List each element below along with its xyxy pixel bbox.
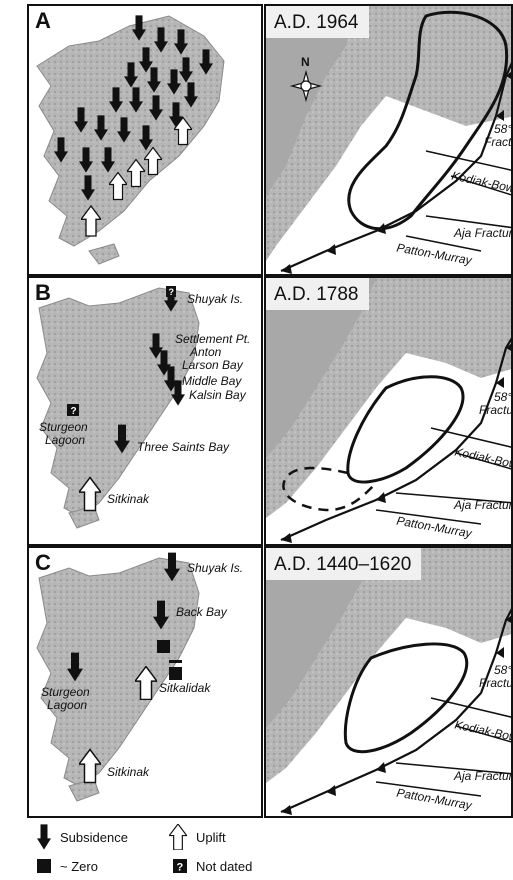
kodiak-island-map-a [36, 15, 225, 265]
legend: Subsidence Uplift ~ Zero ? Not dated [28, 820, 328, 878]
q-mark-b2: ? [71, 406, 77, 417]
place-shuyak-c: Shuyak Is. [187, 561, 244, 575]
panel-letter-a: A [35, 8, 51, 33]
fracture-label-1440: 58° [494, 663, 513, 677]
legend-uplift: Uplift [168, 824, 226, 850]
map-1788: A.D. 1788 58° Fractu Kodiak-Bow Aja Frac… [264, 276, 513, 546]
place-anton-b: Anton [190, 345, 222, 359]
up-arrow-icon [169, 824, 187, 850]
panel-c: C Shuyak Is. Back Bay Sturgeon Lagoon Si… [27, 546, 263, 818]
place-lagoon-b: Lagoon [45, 433, 86, 447]
legend-subsidence-label: Subsidence [60, 829, 128, 845]
place-sitkalidak-c: Sitkalidak [159, 681, 211, 695]
place-three-saints-b: Three Saints Bay [137, 440, 230, 454]
compass-icon [289, 69, 323, 103]
legend-uplift-label: Uplift [196, 829, 226, 845]
kodiak-island-map-c [36, 552, 200, 802]
place-larson-b: Larson Bay [182, 358, 243, 372]
map-1440-1620: A.D. 1440–1620 58° Fractu Kodiak-Bow Aja… [264, 546, 513, 818]
place-middle-b: Middle Bay [182, 374, 242, 388]
q-mark-b1: ? [169, 287, 175, 297]
place-back-bay-c: Back Bay [176, 605, 227, 619]
fracture-label-1964: 58° [494, 122, 513, 136]
map-date-1964: A.D. 1964 [266, 6, 369, 38]
legend-subsidence: Subsidence [36, 824, 128, 850]
subduction-map-1788 [266, 278, 511, 544]
place-kalsin-b: Kalsin Bay [189, 388, 246, 402]
aja-fracture-label-1440: Aja Fractur [454, 769, 513, 783]
subduction-map-1440-1620 [266, 548, 511, 816]
legend-not-dated: ? Not dated [172, 858, 252, 874]
fracture-label2-1964: Fractu [484, 135, 512, 149]
north-label: N [301, 55, 310, 69]
place-shuyak-b: Shuyak Is. [187, 292, 244, 306]
zero-square-icon [37, 859, 51, 873]
map-date-1788: A.D. 1788 [266, 278, 369, 310]
place-settlement-b: Settlement Pt. [175, 332, 251, 346]
kodiak-island-map-b: ? ? [36, 286, 200, 529]
place-sturgeon-c: Sturgeon [41, 685, 90, 699]
map-1964: A.D. 1964 N 58° Fractu Kodiak-Bow Aja Fr… [264, 4, 513, 276]
aja-fracture-label-1964: Aja Fractur [454, 226, 513, 240]
legend-q-mark: ? [177, 862, 184, 874]
panel-a: A [27, 4, 263, 276]
not-dated-marker-b2 [67, 404, 79, 416]
legend-zero: ~ Zero [36, 858, 98, 874]
fracture-label-1788: 58° [494, 390, 513, 404]
aja-fracture-label-1788: Aja Fractur [454, 498, 513, 512]
legend-zero-label: ~ Zero [60, 858, 98, 874]
place-sitkinak-b: Sitkinak [107, 492, 150, 506]
panel-letter-b: B [35, 280, 51, 305]
down-arrow-icon [37, 824, 51, 850]
place-lagoon-c: Lagoon [47, 698, 88, 712]
subduction-map-1964 [266, 6, 511, 274]
place-sitkinak-c: Sitkinak [107, 765, 150, 779]
question-square-icon: ? [173, 859, 187, 874]
zero-markers-c [157, 640, 182, 680]
legend-not-dated-label: Not dated [196, 858, 253, 874]
fracture-label2-1440: Fractu [479, 676, 513, 690]
panel-b: ? ? B Shuyak Is. Settlement Pt. Anton La… [27, 276, 263, 546]
fracture-label2-1788: Fractu [479, 403, 513, 417]
not-dated-marker-b1 [166, 286, 176, 297]
map-date-1440-1620: A.D. 1440–1620 [266, 548, 422, 580]
panel-letter-c: C [35, 550, 51, 575]
place-sturgeon-b: Sturgeon [39, 420, 88, 434]
